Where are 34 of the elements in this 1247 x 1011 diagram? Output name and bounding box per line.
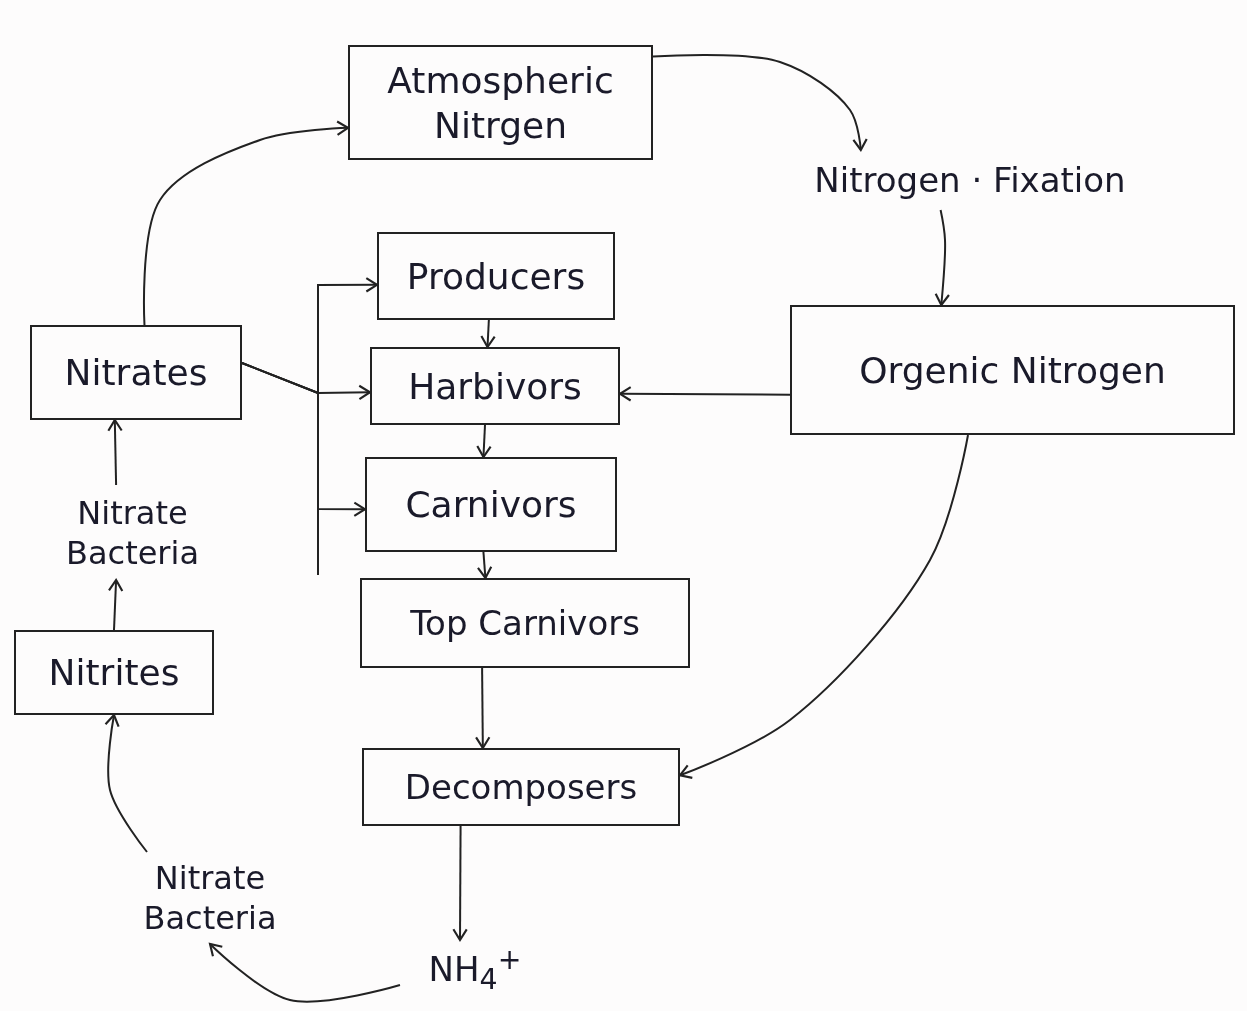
arrow: [104, 713, 148, 853]
arrow: [208, 942, 401, 1003]
stage-box: [362, 748, 680, 826]
stage-box: [14, 630, 214, 715]
arrow: [476, 551, 493, 580]
box-label: Producers: [406, 254, 586, 299]
arrow: [480, 319, 496, 349]
stage-box: [348, 45, 653, 160]
stage-box: [360, 578, 690, 668]
box-label: Nitrites: [48, 651, 180, 695]
arrow: [107, 418, 123, 486]
stage-box: [370, 347, 620, 425]
box-label: Carnivors: [405, 483, 577, 527]
process-label: Nitrate Bacteria: [142, 858, 278, 938]
process-label: Nitrogen · Fixation: [814, 158, 1126, 202]
arrow: [241, 362, 367, 517]
arrow: [476, 424, 492, 459]
arrow: [143, 120, 350, 326]
stage-box: [30, 325, 242, 420]
box-label: Harbivors: [408, 364, 582, 409]
box-label: Orgenic Nitrogen: [859, 348, 1166, 393]
stage-box: [365, 457, 617, 552]
stage-box: [377, 232, 615, 320]
process-label: Nitrate Bacteria: [64, 492, 200, 573]
stage-box: [790, 305, 1235, 435]
arrow: [107, 578, 124, 631]
box-label: Nitrates: [64, 351, 208, 395]
box-label: Atmospheric Nitrgen: [386, 58, 615, 148]
arrow: [475, 667, 491, 750]
arrow: [934, 209, 950, 307]
box-label: Top Carnivors: [410, 601, 640, 645]
box-label: Decomposers: [404, 765, 638, 809]
arrow: [452, 825, 468, 942]
arrow: [652, 53, 868, 152]
